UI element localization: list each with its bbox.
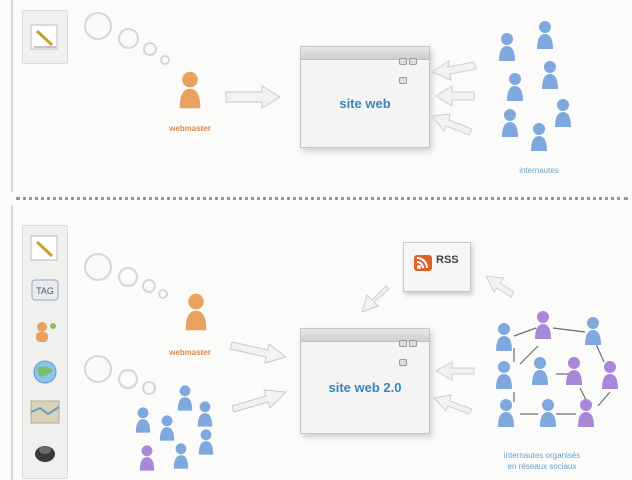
webmaster-figure <box>185 293 207 331</box>
collaborators-group <box>135 385 214 471</box>
thought-bubble <box>118 369 138 389</box>
webmaster-caption: webmaster <box>169 348 211 357</box>
svg-text:TAG: TAG <box>36 286 54 296</box>
arrow-to-site <box>225 85 281 109</box>
contributor-figure <box>159 415 175 441</box>
contributor-figure <box>177 385 193 411</box>
thought-bubble <box>84 12 112 40</box>
contributor-figure <box>198 429 214 455</box>
arrow-from-network <box>434 361 475 381</box>
thought-bubble <box>142 381 156 395</box>
thought-bubble <box>158 289 168 299</box>
arrow-to-site <box>231 389 288 413</box>
rss-box: RSS <box>403 242 471 292</box>
internaute-figure <box>502 109 518 137</box>
arrow-from-users <box>435 85 475 107</box>
window-controls-icon <box>397 50 421 84</box>
contributor-figure <box>197 401 213 427</box>
internaute-figure <box>537 21 553 49</box>
internautes-group <box>499 21 571 151</box>
network-figure <box>540 399 556 427</box>
arrow-from-users <box>430 59 477 81</box>
section-divider <box>16 197 628 200</box>
thought-bubble <box>118 267 138 287</box>
tag-icon: TAG <box>28 276 62 304</box>
network-figure <box>566 357 582 385</box>
webmaster-caption: webmaster <box>169 124 211 133</box>
network-links <box>513 327 611 415</box>
users-caption-line2: en réseaux sociaux <box>507 462 577 471</box>
arrow-network-rss <box>485 275 515 298</box>
window-controls-icon <box>397 332 421 366</box>
contributor-figure <box>135 407 151 433</box>
network-figure <box>496 323 512 351</box>
network-figure <box>532 357 548 385</box>
thought-bubble <box>84 355 112 383</box>
tool-strip-bottom: TAG <box>22 225 68 479</box>
rss-icon <box>414 255 432 271</box>
network-figure <box>498 399 514 427</box>
thought-bubble <box>143 42 157 56</box>
internaute-figure <box>499 33 515 61</box>
contributor-figure <box>139 445 155 471</box>
site-web-2-label: site web 2.0 <box>328 379 402 395</box>
site-web-2-window: site web 2.0 <box>300 328 430 434</box>
users-caption-line1: internautes organisés <box>503 451 581 460</box>
arrow-from-users <box>431 113 473 136</box>
pencil-note-icon <box>28 234 62 262</box>
window-titlebar <box>301 329 429 366</box>
internaute-figure <box>507 73 523 101</box>
photo-icon <box>28 438 62 466</box>
site-web-label: site web <box>339 95 391 111</box>
site-web-window: site web <box>300 46 430 148</box>
webmaster-figure <box>179 71 201 109</box>
network-figure <box>585 317 601 345</box>
left-rule <box>11 205 13 480</box>
people-icon <box>28 318 62 346</box>
web1-panel: site web webmaster internautes <box>0 0 632 192</box>
arrow-to-rss <box>361 285 390 313</box>
thought-bubble <box>160 55 170 65</box>
left-rule <box>11 0 13 192</box>
map-icon <box>28 398 62 426</box>
web2-panel: TAG <box>0 205 632 480</box>
contributor-figure <box>173 443 189 469</box>
internaute-figure <box>531 123 547 151</box>
arrow-from-network <box>433 394 473 415</box>
chat-globe-icon <box>28 358 62 386</box>
thought-bubble <box>84 253 112 281</box>
arrow-to-site <box>229 341 288 364</box>
thought-bubble <box>118 28 139 49</box>
internaute-figure <box>555 99 571 127</box>
network-figure <box>602 361 618 389</box>
window-titlebar <box>301 47 429 84</box>
thought-bubble <box>142 279 156 293</box>
internautes-caption: internautes <box>519 166 559 175</box>
network-figure <box>535 311 551 339</box>
network-figure <box>578 399 594 427</box>
tool-strip-top <box>22 10 68 64</box>
network-figure <box>496 361 512 389</box>
internaute-figure <box>542 61 558 89</box>
rss-label: RSS <box>436 254 459 266</box>
pencil-note-icon <box>28 23 62 51</box>
